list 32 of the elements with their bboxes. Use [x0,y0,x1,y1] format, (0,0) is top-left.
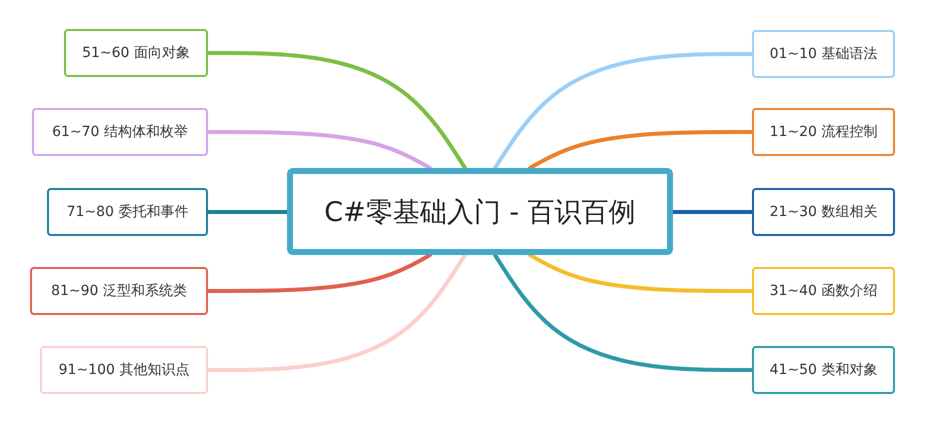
topic-text: 11~20 流程控制 [770,123,878,141]
topic-text: 61~70 结构体和枚举 [52,123,188,141]
branch-connector [206,253,432,293]
topic-box [752,30,895,78]
topic-box [40,346,208,394]
topic-text: 21~30 数组相关 [770,203,878,221]
topic-box [32,108,208,156]
branch-connector [206,130,432,170]
branch-connector [206,51,467,170]
topic-box [752,267,895,315]
branch-connector [528,253,754,293]
topic-text: C#零基础入门 - 百识百例 [324,196,636,230]
topic-text: 01~10 基础语法 [770,45,878,63]
topic-box [752,346,895,394]
topic-box [47,188,208,236]
topic-text: 51~60 面向对象 [82,44,190,62]
topic-text: 71~80 委托和事件 [66,203,188,221]
topic-box [64,29,208,77]
branch-connector [206,253,467,372]
topic-text: 81~90 泛型和系统类 [51,282,187,300]
branch-connector [493,253,754,372]
branch-connector [528,130,754,170]
central-topic-box [287,168,673,255]
topic-text: 31~40 函数介绍 [770,282,878,300]
topic-box [30,267,208,315]
topic-box [752,108,895,156]
topic-text: 41~50 类和对象 [770,361,878,379]
branch-connector [493,52,754,170]
topic-text: 91~100 其他知识点 [58,361,190,379]
branch-connector [206,210,289,214]
branch-connector [671,210,754,214]
topic-box [752,188,895,236]
